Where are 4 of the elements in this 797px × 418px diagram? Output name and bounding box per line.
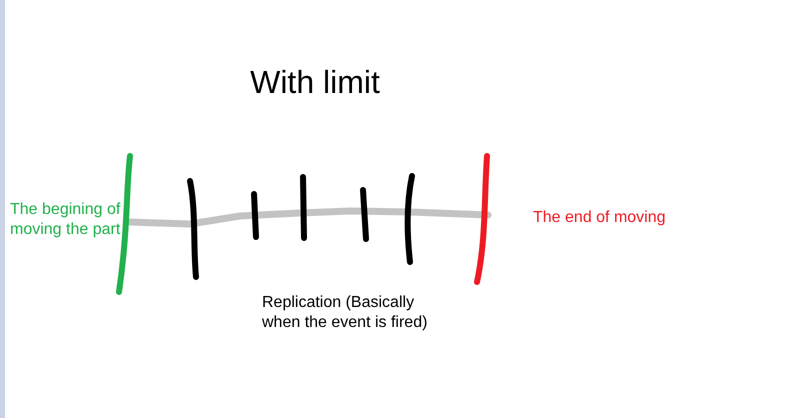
end-label: The end of moving	[533, 208, 667, 228]
start-label: The begining of moving the part	[10, 200, 122, 240]
replication-note: Replication (Basically when the event is fired)	[262, 293, 428, 333]
title: With limit	[249, 63, 381, 102]
